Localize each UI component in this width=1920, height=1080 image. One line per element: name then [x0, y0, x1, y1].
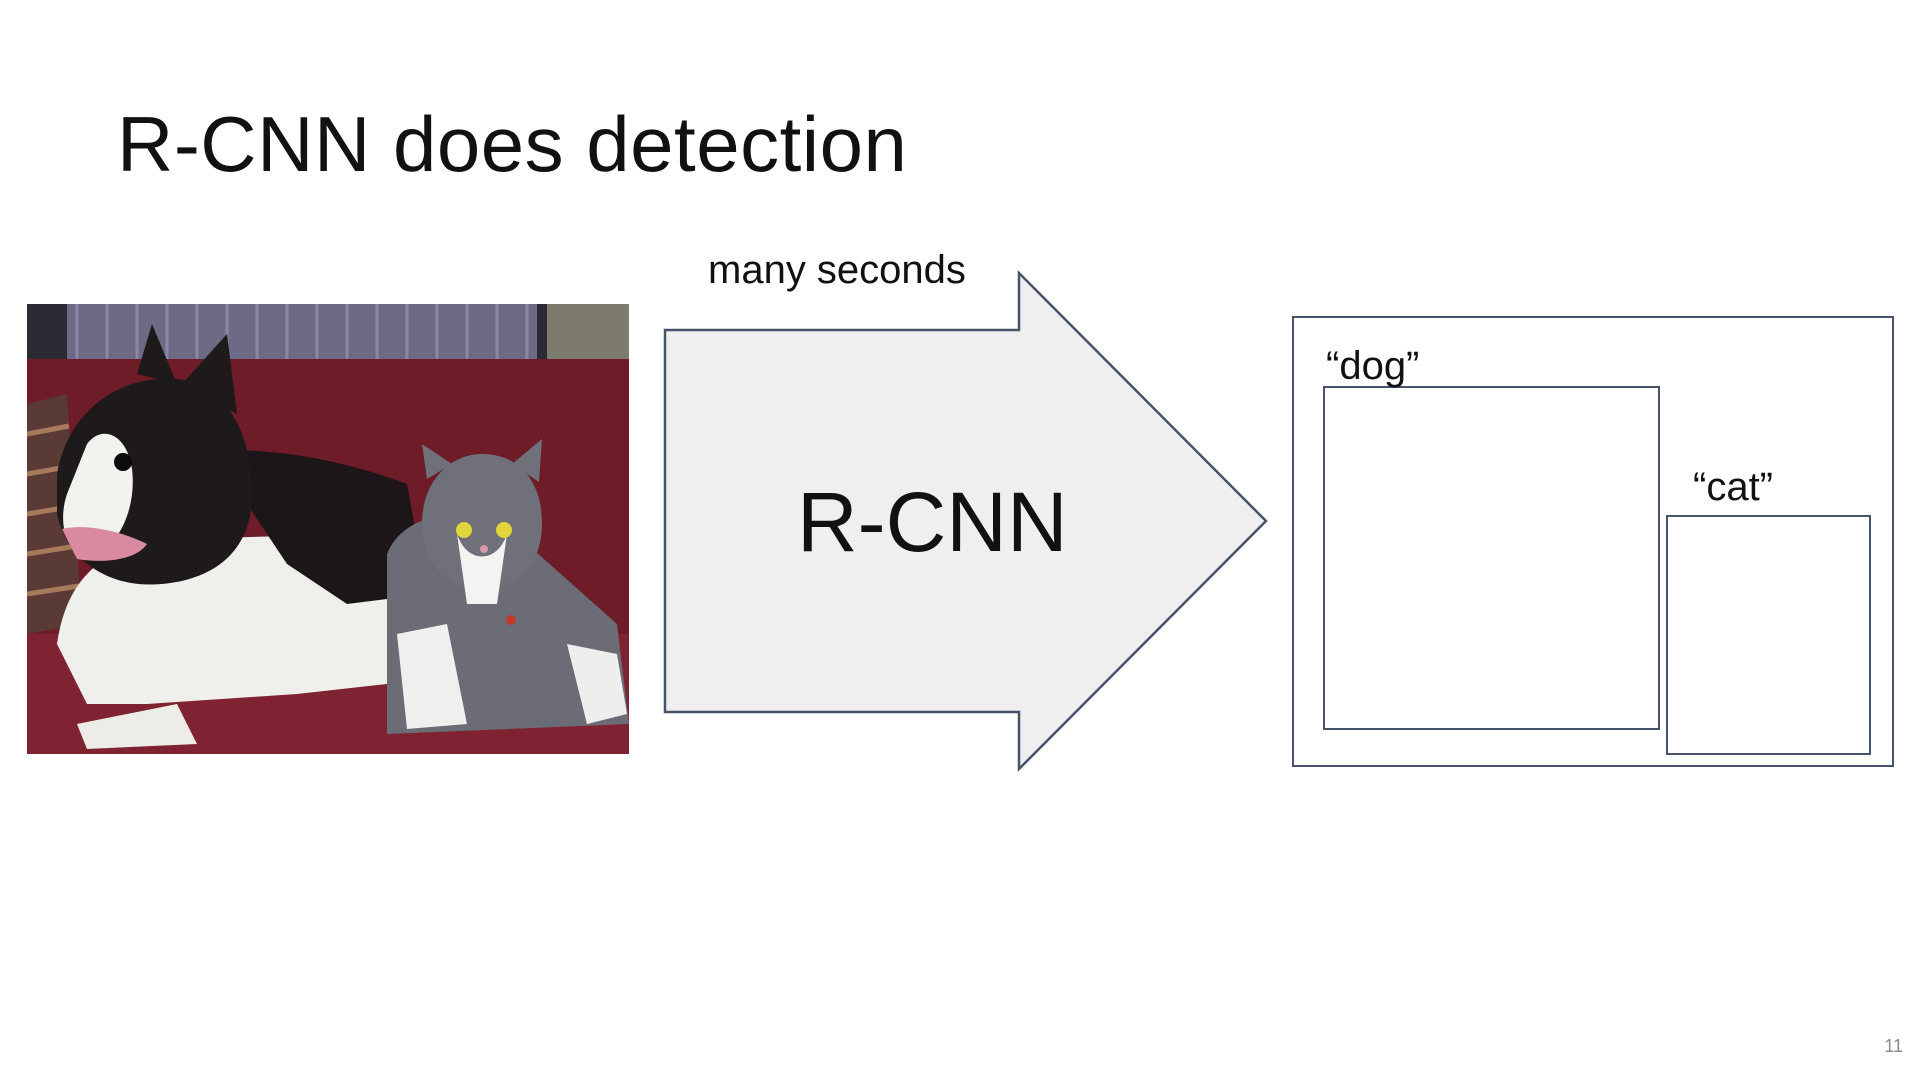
rcnn-arrow [660, 266, 1270, 776]
arrow-polygon [663, 269, 1268, 773]
slide-title: R-CNN does detection [117, 100, 908, 188]
cat-label: “cat” [1693, 465, 1773, 509]
arrow-caption: many seconds [708, 248, 966, 292]
page-number: 11 [1884, 1036, 1903, 1056]
cat [387, 439, 629, 734]
input-photo [27, 304, 629, 754]
arrow-label: R-CNN [797, 475, 1068, 569]
dog-bounding-box [1323, 386, 1660, 730]
cat-bounding-box [1666, 515, 1871, 755]
dog-label: “dog” [1326, 344, 1420, 388]
blind-lines [75, 304, 529, 359]
dog-cat-photo-illustration [27, 304, 629, 754]
window-outside [547, 304, 629, 359]
output-frame [1292, 316, 1894, 767]
dog [57, 324, 427, 749]
block-arrow-shape [663, 269, 1268, 773]
